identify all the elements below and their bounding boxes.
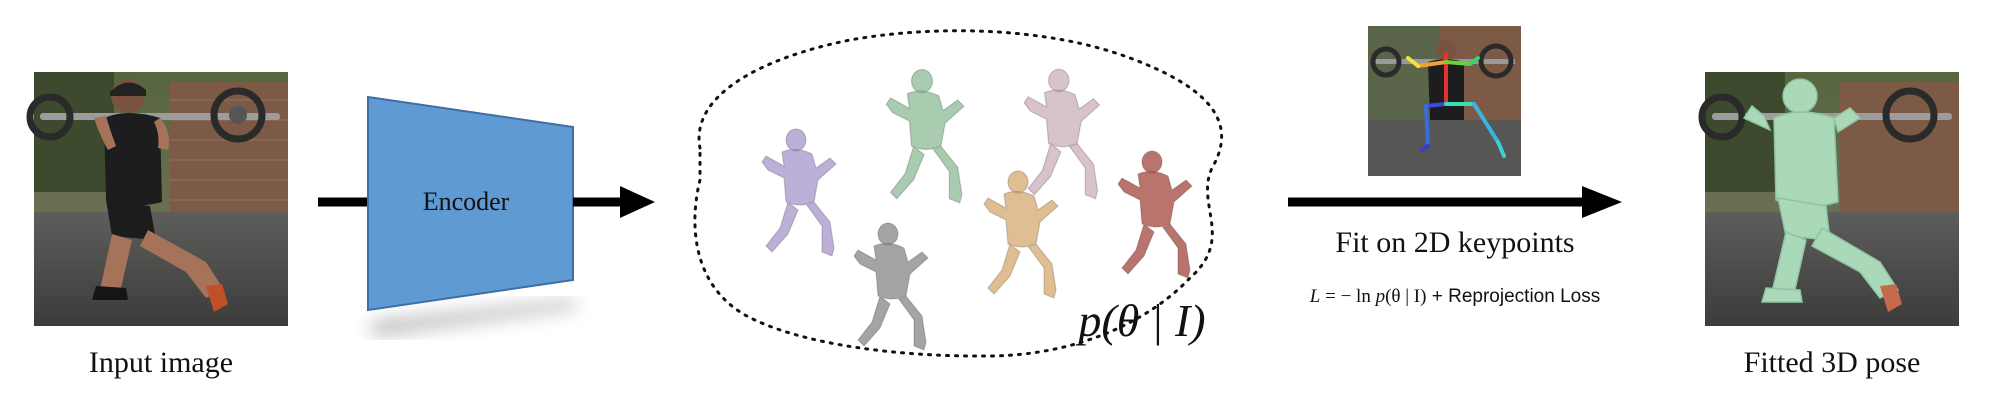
fitted-image-caption: Fitted 3D pose bbox=[1744, 346, 1921, 379]
loss-rest: + Reprojection Loss bbox=[1426, 286, 1600, 307]
loss-equation: L = − ln p(θ | I) + Reprojection Loss bbox=[1309, 286, 1600, 307]
input-image-caption: Input image bbox=[89, 346, 233, 379]
pose-sample-figure bbox=[885, 69, 965, 204]
pose-sample-figure bbox=[853, 222, 929, 351]
pose-sample-figure bbox=[1023, 68, 1101, 200]
encoder-trapezoid bbox=[367, 95, 574, 312]
pose-distribution: p(θ | I) bbox=[693, 29, 1224, 358]
fit-label: Fit on 2D keypoints bbox=[1335, 226, 1574, 259]
loss-args: (θ | I) bbox=[1385, 286, 1426, 307]
distribution-boundary bbox=[693, 29, 1224, 358]
fit-stage: Fit on 2D keypoints L = − ln p(θ | I) + … bbox=[1288, 26, 1622, 307]
keypoint-image bbox=[1368, 26, 1521, 176]
encoder-block: Encoder bbox=[318, 95, 655, 336]
athlete-photo-figure bbox=[26, 79, 280, 312]
pose-sample-figure bbox=[983, 170, 1059, 299]
pose-sample-figure bbox=[1117, 150, 1193, 279]
encoder-output-arrowhead bbox=[620, 186, 655, 218]
loss-lhs: L bbox=[1309, 286, 1321, 307]
distribution-label: p(θ | I) bbox=[1075, 295, 1205, 346]
encoder-label: Encoder bbox=[423, 187, 510, 216]
fitted-image bbox=[1698, 72, 1959, 326]
loss-p: p bbox=[1374, 286, 1386, 307]
input-image bbox=[26, 72, 288, 326]
encoder-shadow bbox=[372, 300, 576, 336]
loss-eq: = − ln bbox=[1320, 286, 1375, 307]
fitted-mesh bbox=[1742, 78, 1902, 312]
fit-arrowhead bbox=[1582, 186, 1622, 218]
pose-sample-figure bbox=[761, 128, 837, 257]
